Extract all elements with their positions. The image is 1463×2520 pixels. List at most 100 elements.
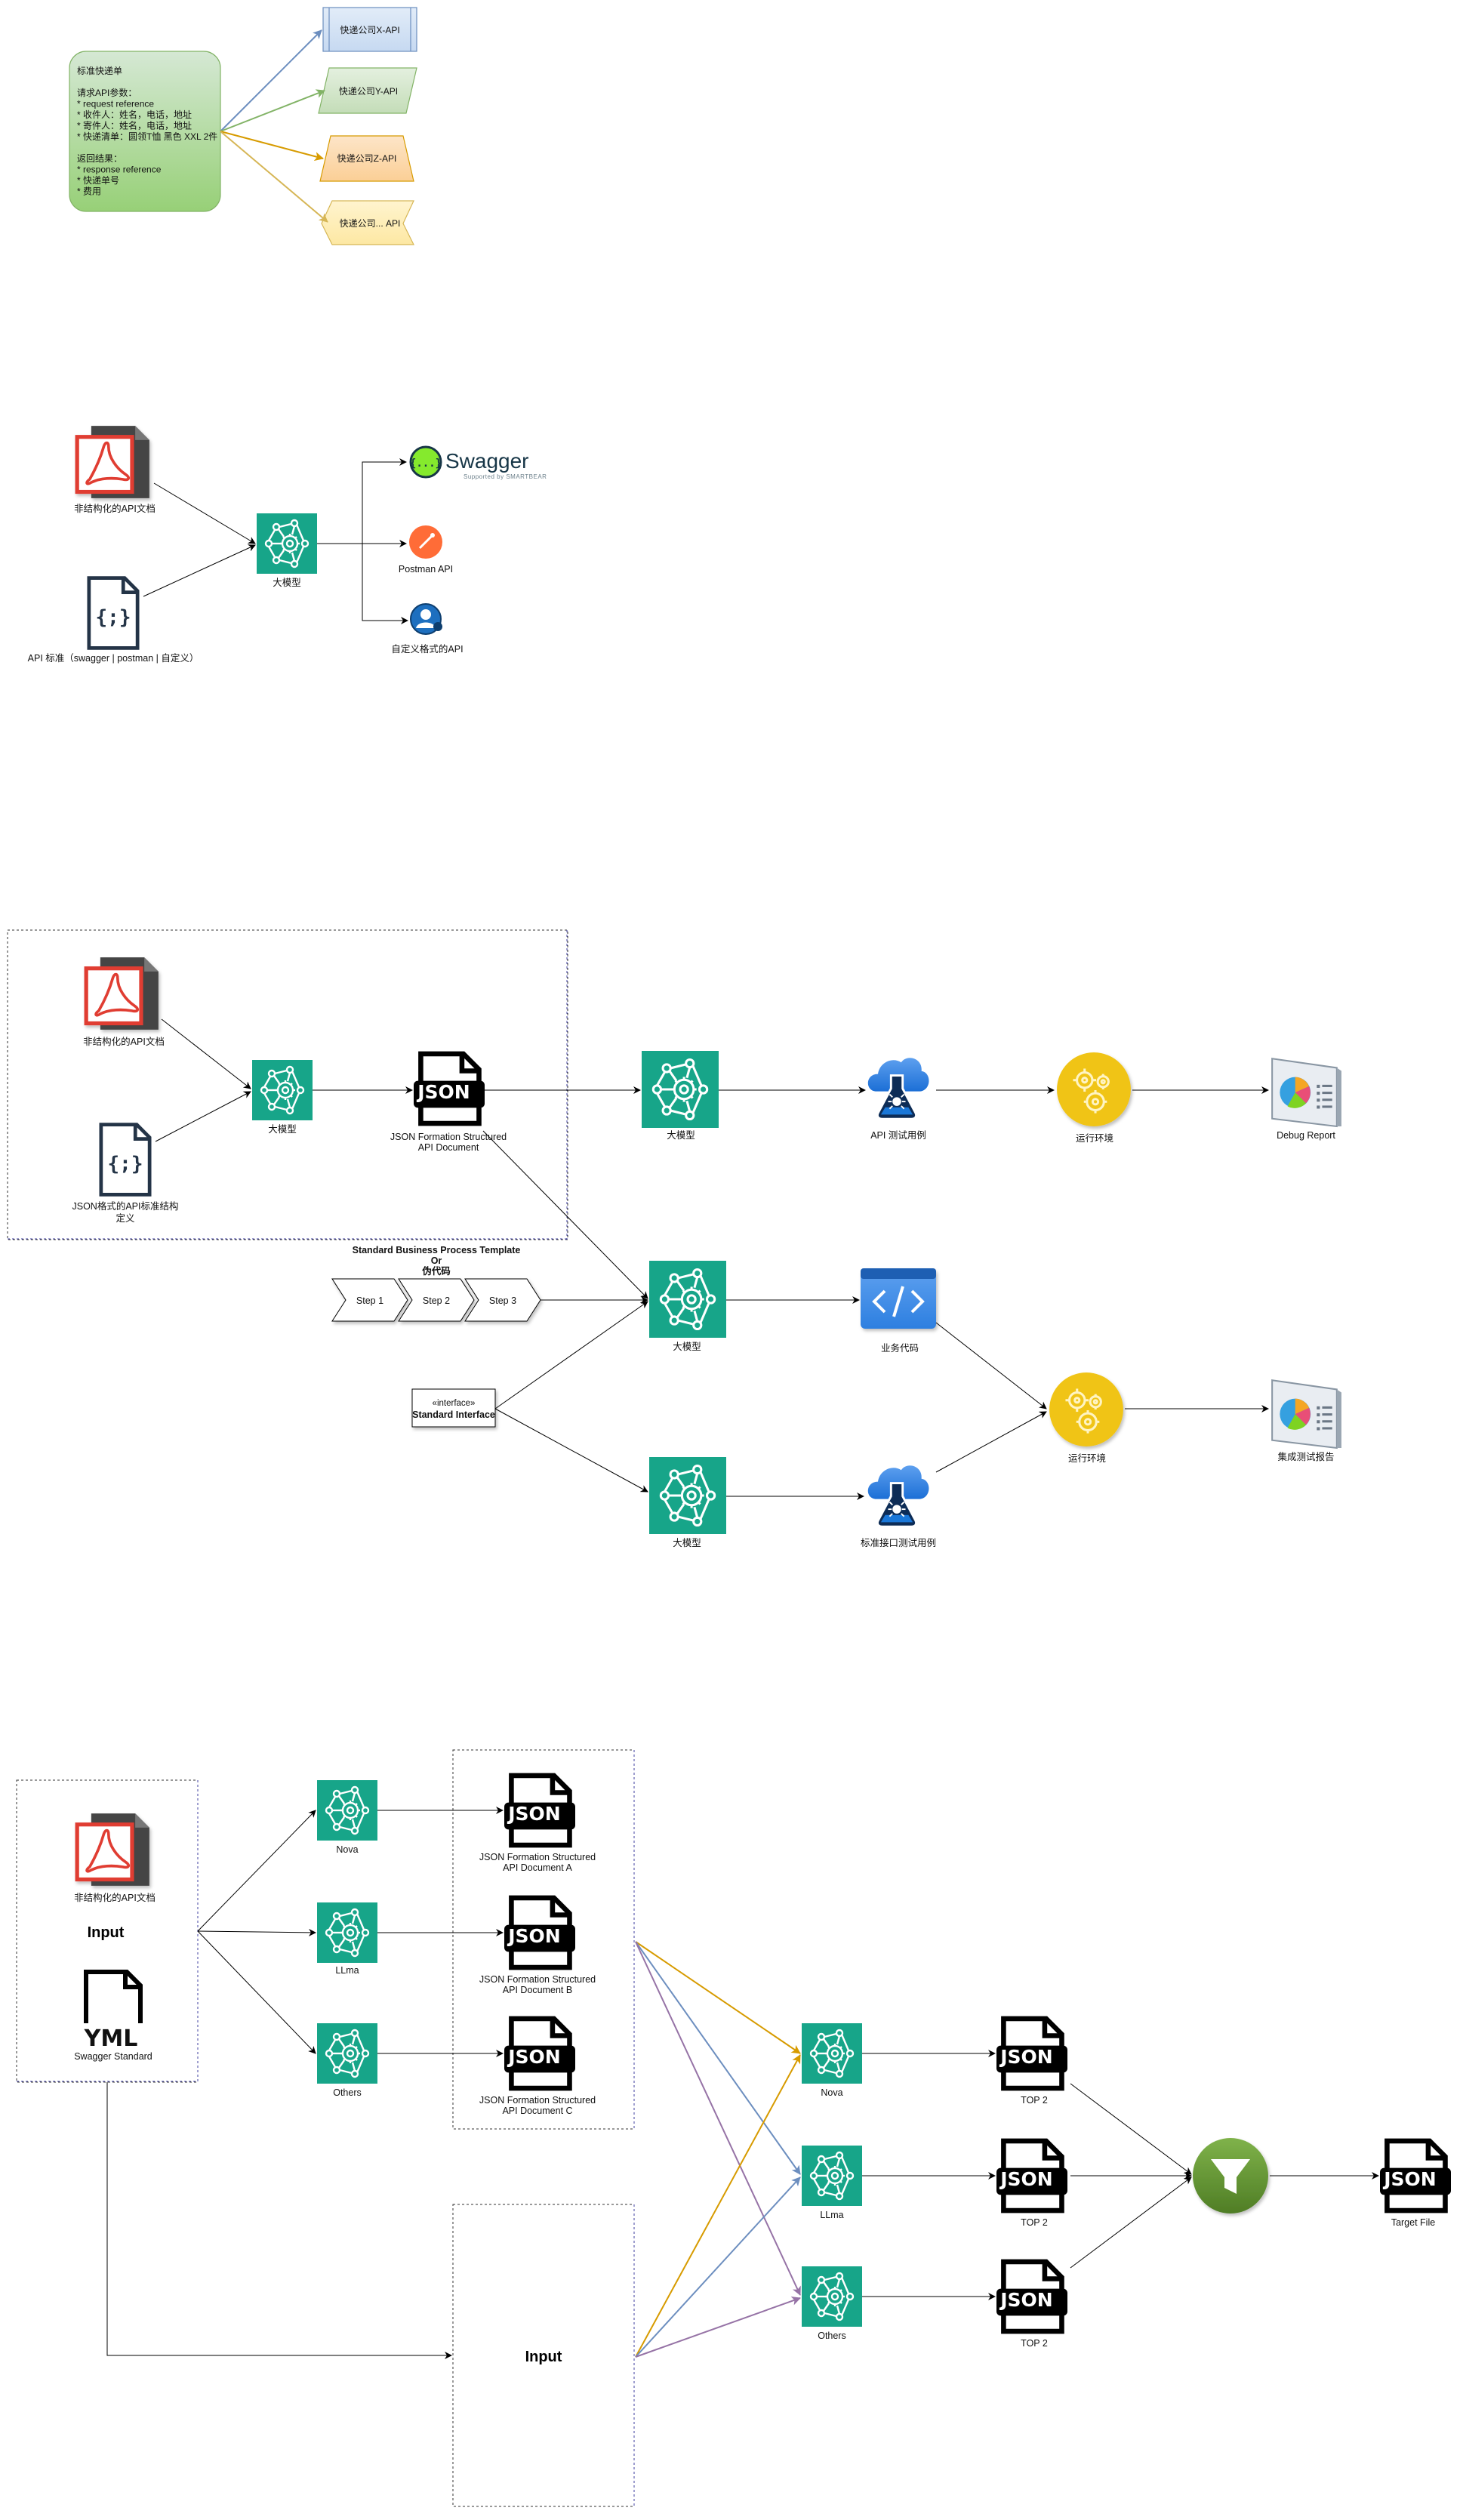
llm-icon[interactable] <box>257 513 317 574</box>
json-word-top2-c: JSON <box>999 2289 1052 2311</box>
json-doc-label-line1: JSON Formation Structured <box>390 1132 507 1142</box>
llma-label: LLma <box>335 1965 359 1976</box>
arrow-input2-to-others2 <box>635 2297 801 2358</box>
json-word-top2-a: JSON <box>999 2046 1052 2068</box>
postman-logo[interactable] <box>409 525 442 559</box>
json-word-a: JSON <box>507 1803 560 1825</box>
std-test-label: 标准接口测试用例 <box>861 1537 936 1548</box>
arrow-docs-to-nova2 <box>635 1941 801 2054</box>
top2-b-icon[interactable]: JSON <box>996 2141 1067 2210</box>
note-line: * response reference <box>77 165 162 175</box>
note-line: * 费用 <box>77 186 101 197</box>
others2-label: Others <box>818 2331 846 2341</box>
json-doc-b-icon[interactable]: JSON <box>504 1898 575 1967</box>
llm1-label: 大模型 <box>268 1124 297 1135</box>
doc-b-label-line2: API Document B <box>503 1985 572 1995</box>
unstructured-doc-label-s4: 非结构化的API文档 <box>74 1892 156 1903</box>
target-file-label: Target File <box>1391 2217 1435 2228</box>
input-title-2: Input <box>525 2349 562 2365</box>
nova2-icon[interactable] <box>802 2023 862 2084</box>
json-doc-icon-s3[interactable]: JSON <box>414 1054 485 1123</box>
json-doc-a-icon[interactable]: JSON <box>504 1776 575 1845</box>
arrow-llm-to-swagger <box>317 458 407 544</box>
json-word-target: JSON <box>1382 2168 1436 2190</box>
others2-icon[interactable] <box>802 2266 862 2327</box>
std-test-icon[interactable] <box>867 1464 930 1528</box>
arrow-to-api-z <box>220 131 324 161</box>
arrow-std-test-to-runtime2 <box>935 1411 1047 1473</box>
doc-c-label-line1: JSON Formation Structured <box>479 2095 596 2106</box>
nova2-label: Nova <box>821 2087 842 2098</box>
json-word: JSON <box>416 1081 470 1103</box>
standard-interface-box[interactable]: «interface» Standard Interface <box>411 1388 496 1428</box>
step3-chevron[interactable]: Step 3 <box>464 1278 541 1322</box>
llma2-icon[interactable] <box>802 2146 862 2206</box>
target-file-icon[interactable]: JSON <box>1380 2141 1451 2210</box>
step3-label: Step 3 <box>489 1295 516 1306</box>
debug-report-label: Debug Report <box>1277 1130 1335 1141</box>
integration-report-icon[interactable] <box>1271 1379 1342 1449</box>
doc-a-label-line1: JSON Formation Structured <box>479 1852 596 1862</box>
api-z-shape[interactable]: 快递公司Z-API <box>319 135 414 182</box>
doc-b-label-line1: JSON Formation Structured <box>479 1974 596 1985</box>
section2-api-conversion: 非结构化的API文档 {;} API 标准（swagger | postman … <box>28 426 547 664</box>
business-code-icon[interactable] <box>861 1268 936 1329</box>
section3-test-pipeline: 非结构化的API文档 {;} JSON格式的API标准结构 定义 大模型 JSO… <box>7 929 1342 1548</box>
api-test-icon[interactable] <box>867 1056 930 1120</box>
api-standard-label: API 标准（swagger | postman | 自定义） <box>28 652 199 664</box>
interface-stereotype: «interface» <box>433 1399 476 1408</box>
note-line: 标准快递单 <box>77 66 122 76</box>
pdf-doc-icon-s3[interactable] <box>86 957 159 1030</box>
api-more-label: 快递公司... API <box>340 218 401 229</box>
business-code-label: 业务代码 <box>881 1342 919 1354</box>
pdf-doc-icon[interactable] <box>77 426 149 498</box>
section4-multi-model: 非结构化的API文档 Input YML Swagger Standard No… <box>16 1749 1451 2507</box>
nova-icon[interactable] <box>317 1780 377 1841</box>
arrow-top2a-to-filter <box>1070 2083 1192 2175</box>
swagger-braces-glyph: {...} <box>410 457 442 470</box>
step2-chevron[interactable]: Step 2 <box>398 1278 475 1322</box>
note-line <box>77 143 79 153</box>
api-y-shape[interactable]: 快递公司Y-API <box>318 67 417 114</box>
runtime2-icon[interactable] <box>1048 1371 1125 1448</box>
note-line: * 收件人：姓名，电话，地址 <box>77 109 192 120</box>
custom-api-icon[interactable] <box>410 603 442 635</box>
arrow-to-api-y <box>220 89 325 132</box>
llm4-icon[interactable] <box>649 1457 726 1534</box>
llm3-label: 大模型 <box>673 1342 701 1352</box>
json-word-b: JSON <box>507 1925 560 1947</box>
unstructured-doc-label: 非结构化的API文档 <box>74 503 156 514</box>
swagger-logo[interactable]: {...} Swagger Supported by SMARTBEAR <box>409 445 547 480</box>
note-line: * 快递清单：圆领T恤 黑色 XXL 2件 <box>77 131 217 142</box>
api-more-shape[interactable]: 快递公司... API <box>321 200 414 245</box>
others-icon[interactable] <box>317 2023 377 2084</box>
top2-a-icon[interactable]: JSON <box>996 2019 1067 2088</box>
filter-icon[interactable] <box>1193 2138 1268 2213</box>
json-doc-label-line2: API Document <box>418 1142 479 1153</box>
yml-word: YML <box>84 2026 138 2052</box>
arrow-input2-to-llma2 <box>635 2177 801 2358</box>
curly-braces-glyph-s3: {;} <box>108 1153 143 1175</box>
json-doc-c-icon[interactable]: JSON <box>504 2019 575 2088</box>
runtime1-icon[interactable] <box>1055 1051 1132 1128</box>
custom-api-label: 自定义格式的API <box>391 643 463 655</box>
llm4-label: 大模型 <box>673 1538 701 1548</box>
pdf-doc-icon-s4[interactable] <box>77 1813 149 1886</box>
llm2-icon[interactable] <box>642 1051 719 1128</box>
arrow-json-to-llm3 <box>482 1130 648 1299</box>
api-x-shape[interactable]: 快递公司X-API <box>322 7 417 52</box>
llma-icon[interactable] <box>317 1902 377 1963</box>
top2-a-label: TOP 2 <box>1021 2095 1048 2106</box>
arrow-input-to-nova <box>197 1810 316 1932</box>
arrow-input-to-others <box>197 1930 316 2054</box>
note-line <box>77 77 79 88</box>
yml-doc-icon[interactable]: YML <box>72 1970 149 2052</box>
llm1-icon[interactable] <box>252 1060 313 1120</box>
step1-chevron[interactable]: Step 1 <box>331 1278 408 1322</box>
top2-c-icon[interactable]: JSON <box>996 2262 1067 2331</box>
doc-c-label-line2: API Document C <box>502 2106 572 2116</box>
arrow-input1-to-input2 <box>106 2082 452 2359</box>
llm3-icon[interactable] <box>649 1261 726 1338</box>
debug-report-icon[interactable] <box>1271 1058 1342 1127</box>
